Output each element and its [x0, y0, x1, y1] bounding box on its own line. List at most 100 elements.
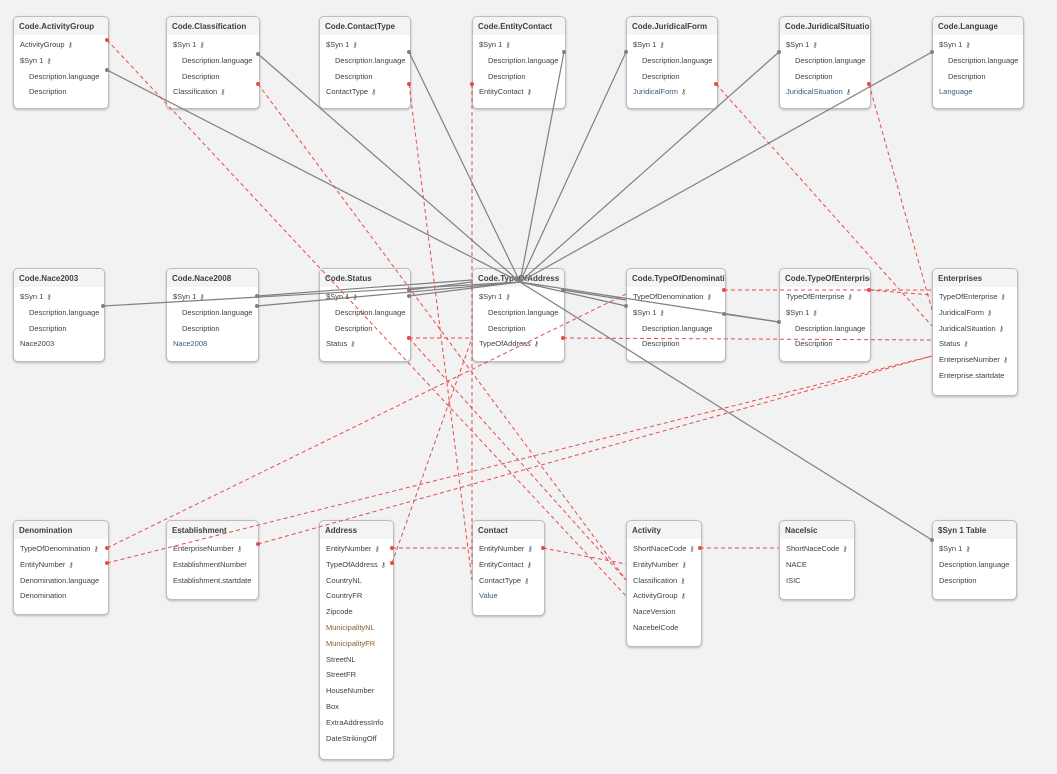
field-description[interactable]: Description	[933, 69, 1023, 85]
field-countrynl[interactable]: CountryNL	[320, 573, 393, 589]
field-zipcode[interactable]: Zipcode	[320, 604, 393, 620]
field-establishment-startdate[interactable]: Establishment.startdate	[167, 573, 258, 589]
field-entitynumber[interactable]: EntityNumber⚷	[14, 557, 108, 573]
field-value[interactable]: Value	[473, 588, 544, 604]
field-denomination[interactable]: Denomination	[14, 588, 108, 604]
field-juridicalsituation[interactable]: JuridicalSituation⚷	[780, 84, 870, 100]
table-code-juridicalform[interactable]: Code.JuridicalForm$Syn 1⚷Description.lan…	[626, 16, 718, 109]
field-activitygroup[interactable]: ActivityGroup⚷	[627, 588, 701, 604]
field-description[interactable]: Description	[167, 69, 259, 85]
table-denomination[interactable]: Denomination TypeOfDenomination⚷EntityNum…	[13, 520, 109, 615]
field-description[interactable]: Description	[167, 321, 258, 337]
field-description-language[interactable]: Description.language	[320, 53, 410, 69]
field-activitygroup[interactable]: ActivityGroup⚷	[14, 37, 108, 53]
field-typeofaddress[interactable]: TypeOfAddress⚷	[473, 336, 564, 352]
field-typeofaddress[interactable]: TypeOfAddress⚷	[320, 557, 393, 573]
field-juridicalform[interactable]: JuridicalForm⚷	[933, 305, 1017, 321]
field-description[interactable]: Description	[780, 69, 870, 85]
field-description-language[interactable]: Description.language	[167, 305, 258, 321]
field-nace2008[interactable]: Nace2008	[167, 336, 258, 352]
field-entitynumber[interactable]: EntityNumber⚷	[320, 541, 393, 557]
table-code-nace2008[interactable]: Code.Nace2008$Syn 1⚷Description.language…	[166, 268, 259, 362]
field-syn-1[interactable]: $Syn 1⚷	[473, 37, 565, 53]
field-description-language[interactable]: Description.language	[933, 53, 1023, 69]
field-syn-1[interactable]: $Syn 1⚷	[320, 289, 410, 305]
table-code-juridicalsituation[interactable]: Code.JuridicalSituation$Syn 1⚷Descriptio…	[779, 16, 871, 109]
table-code-classification[interactable]: Code.Classification$Syn 1⚷Description.la…	[166, 16, 260, 109]
field-description[interactable]: Description	[473, 69, 565, 85]
field-contacttype[interactable]: ContactType⚷	[320, 84, 410, 100]
field-description-language[interactable]: Description.language	[167, 53, 259, 69]
field-description-language[interactable]: Description.language	[780, 53, 870, 69]
table-code-typeofaddress[interactable]: Code.TypeOfAddress$Syn 1⚷Description.lan…	[472, 268, 565, 362]
field-juridicalform[interactable]: JuridicalForm⚷	[627, 84, 717, 100]
field-nacebelcode[interactable]: NacebelCode	[627, 620, 701, 636]
field-streetnl[interactable]: StreetNL	[320, 652, 393, 668]
field-description-language[interactable]: Description.language	[627, 53, 717, 69]
field-syn-1[interactable]: $Syn 1⚷	[320, 37, 410, 53]
field-establishmentnumber[interactable]: EstablishmentNumber	[167, 557, 258, 573]
field-syn-1[interactable]: $Syn 1⚷	[627, 37, 717, 53]
field-status[interactable]: Status⚷	[320, 336, 410, 352]
field-entitynumber[interactable]: EntityNumber⚷	[627, 557, 701, 573]
field-description[interactable]: Description	[320, 321, 410, 337]
field-shortnacecode[interactable]: ShortNaceCode⚷	[627, 541, 701, 557]
field-syn-1[interactable]: $Syn 1⚷	[167, 289, 258, 305]
field-municipalityfr[interactable]: MunicipalityFR	[320, 636, 393, 652]
field-housenumber[interactable]: HouseNumber	[320, 683, 393, 699]
field-nace[interactable]: NACE	[780, 557, 854, 573]
table-code-entitycontact[interactable]: Code.EntityContact$Syn 1⚷Description.lan…	[472, 16, 566, 109]
field-typeofenterprise[interactable]: TypeOfEnterprise⚷	[933, 289, 1017, 305]
field-syn-1[interactable]: $Syn 1⚷	[780, 305, 870, 321]
field-contacttype[interactable]: ContactType⚷	[473, 573, 544, 589]
field-syn-1[interactable]: $Syn 1⚷	[473, 289, 564, 305]
field-language[interactable]: Language	[933, 84, 1023, 100]
field-naceversion[interactable]: NaceVersion	[627, 604, 701, 620]
field-enterprise-startdate[interactable]: Enterprise.startdate	[933, 368, 1017, 384]
field-classification[interactable]: Classification⚷	[167, 84, 259, 100]
field-description[interactable]: Description	[473, 321, 564, 337]
field-entitynumber[interactable]: EntityNumber⚷	[473, 541, 544, 557]
field-syn-1[interactable]: $Syn 1⚷	[14, 53, 108, 69]
field-description[interactable]: Description	[320, 69, 410, 85]
table-code-nace2003[interactable]: Code.Nace2003$Syn 1⚷Description.language…	[13, 268, 105, 362]
field-enterprisenumber[interactable]: EnterpriseNumber⚷	[167, 541, 258, 557]
field-description-language[interactable]: Description.language	[627, 321, 725, 337]
field-syn-1[interactable]: $Syn 1⚷	[933, 37, 1023, 53]
field-description[interactable]: Description	[14, 84, 108, 100]
field-classification[interactable]: Classification⚷	[627, 573, 701, 589]
field-description-language[interactable]: Description.language	[14, 69, 108, 85]
field-syn-1[interactable]: $Syn 1⚷	[780, 37, 870, 53]
field-typeofdenomination[interactable]: TypeOfDenomination⚷	[14, 541, 108, 557]
field-syn-1[interactable]: $Syn 1⚷	[14, 289, 104, 305]
field-status[interactable]: Status⚷	[933, 336, 1017, 352]
field-isic[interactable]: ISIC	[780, 573, 854, 589]
field-description[interactable]: Description	[933, 573, 1016, 589]
field-streetfr[interactable]: StreetFR	[320, 667, 393, 683]
field-syn-1[interactable]: $Syn 1⚷	[167, 37, 259, 53]
field-municipalitynl[interactable]: MunicipalityNL	[320, 620, 393, 636]
field-description-language[interactable]: Description.language	[780, 321, 870, 337]
field-entitycontact[interactable]: EntityContact⚷	[473, 557, 544, 573]
field-countryfr[interactable]: CountryFR	[320, 588, 393, 604]
field-description[interactable]: Description	[627, 69, 717, 85]
field-description[interactable]: Description	[780, 336, 870, 352]
field-description[interactable]: Description	[14, 321, 104, 337]
field-typeofdenomination[interactable]: TypeOfDenomination⚷	[627, 289, 725, 305]
field-description-language[interactable]: Description.language	[473, 305, 564, 321]
field-datestrikingoff[interactable]: DateStrikingOff	[320, 731, 393, 747]
table-code-contacttype[interactable]: Code.ContactType$Syn 1⚷Description.langu…	[319, 16, 411, 109]
table-code-language[interactable]: Code.Language$Syn 1⚷Description.language…	[932, 16, 1024, 109]
field-description-language[interactable]: Description.language	[933, 557, 1016, 573]
